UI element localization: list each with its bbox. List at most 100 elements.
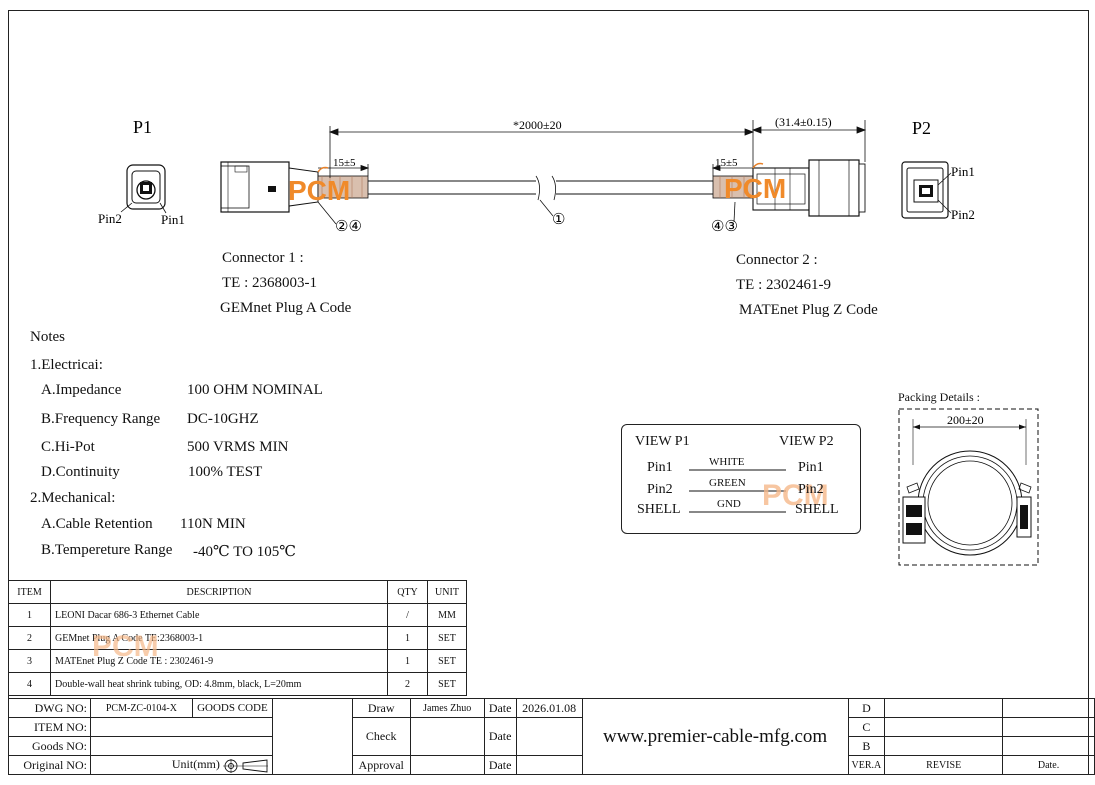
- p1-label: P1: [133, 117, 152, 137]
- approval-date-label: Date: [483, 755, 517, 775]
- electrical-label: D.Continuity: [41, 464, 120, 480]
- cable-drawing-body: [368, 175, 713, 201]
- connector-2-title: Connector 2 :: [736, 252, 818, 268]
- rev-d-label: D: [847, 698, 886, 718]
- bom-header-unit: UNIT: [427, 580, 467, 604]
- check-date-value: [515, 717, 583, 756]
- check-date-label: Date: [483, 717, 517, 756]
- electrical-value: 100% TEST: [188, 464, 263, 480]
- view-p1-label: VIEW P1: [635, 434, 690, 449]
- bom-qty: 1: [387, 626, 428, 650]
- bom-table: ITEM DESCRIPTION QTY UNIT 1 LEONI Dacar …: [8, 580, 467, 696]
- drawer-name: James Zhuo: [409, 698, 485, 718]
- wiring-lines: PCM: [689, 469, 829, 513]
- goods-code-label: GOODS CODE: [191, 698, 273, 718]
- cable-drawing: P1 P2 Pin2 Pin1 Pin1 Pin2 *2000±20 (31.4…: [98, 115, 975, 235]
- callout-right: ④③: [711, 219, 738, 235]
- bom-qty: 1: [387, 649, 428, 673]
- bom-qty: /: [387, 603, 428, 627]
- checker-name: [409, 717, 485, 756]
- wire-left: Pin1: [647, 460, 673, 475]
- packing-drawing: 200±20: [898, 408, 1039, 566]
- bom-qty: 2: [387, 672, 428, 696]
- bom-item: 3: [8, 649, 51, 673]
- connector-2-desc: MATEnet Plug Z Code: [739, 302, 878, 318]
- callout-left: ②④: [335, 219, 362, 235]
- rev-c-revise: [884, 717, 1004, 737]
- projection-symbol-icon: [222, 758, 268, 773]
- goods-no-label: Goods NO:: [8, 736, 91, 756]
- pcm-watermark-bom: PCM: [92, 630, 159, 663]
- connector-1-part: TE : 2368003-1: [222, 275, 317, 291]
- rev-b-revise: [884, 736, 1004, 756]
- electrical-label: A.Impedance: [41, 382, 122, 398]
- bom-header-item: ITEM: [8, 580, 51, 604]
- wire-right: Pin1: [798, 460, 824, 475]
- bom-unit: MM: [427, 603, 467, 627]
- mechanical-label: A.Cable Retention: [41, 516, 153, 532]
- bom-unit: SET: [427, 649, 467, 673]
- mechanical-value: -40℃ TO 105℃: [193, 544, 297, 560]
- wire-name: GND: [717, 498, 741, 510]
- electrical-heading: 1.Electricai:: [30, 357, 103, 373]
- wire-name: WHITE: [709, 456, 745, 468]
- approval-date-value: [515, 755, 583, 775]
- pcm-logo-watermark: PCM: [288, 175, 350, 206]
- mechanical-heading: 2.Mechanical:: [30, 490, 116, 506]
- bom-unit: SET: [427, 672, 467, 696]
- p1-pin2-label: Pin2: [98, 211, 122, 226]
- dwg-no-label: DWG NO:: [8, 698, 91, 718]
- ver-label: VER.A: [847, 755, 886, 775]
- mechanical-value: 110N MIN: [180, 516, 246, 532]
- p2-face-view: [901, 161, 952, 219]
- draw-date-label: Date: [483, 698, 517, 718]
- rev-d-revise: [884, 698, 1004, 718]
- bom-unit: SET: [427, 626, 467, 650]
- table-row: 4 Double-wall heat shrink tubing, OD: 4.…: [8, 672, 467, 696]
- electrical-value: 100 OHM NOMINAL: [187, 382, 323, 398]
- length-dimension: *2000±20: [513, 118, 562, 132]
- check-label: Check: [351, 717, 411, 756]
- connector-1-drawing: [220, 161, 369, 213]
- table-row: 1 LEONI Dacar 686-3 Ethernet Cable / MM: [8, 603, 467, 627]
- wire-right: SHELL: [795, 502, 839, 517]
- connector-2-part: TE : 2302461-9: [736, 277, 831, 293]
- bom-desc: LEONI Dacar 686-3 Ethernet Cable: [50, 603, 388, 627]
- wire-left: Pin2: [647, 482, 673, 497]
- bom-item: 2: [8, 626, 51, 650]
- approval-label: Approval: [351, 755, 411, 775]
- wire-left: SHELL: [637, 502, 681, 517]
- view-p2-label: VIEW P2: [779, 434, 834, 449]
- right-shrink-dimension: 15±5: [715, 157, 738, 169]
- pcm-logo-watermark-2: PCM: [724, 173, 786, 204]
- bom-item: 1: [8, 603, 51, 627]
- mechanical-label: B.Tempereture Range: [41, 542, 173, 558]
- draw-label: Draw: [351, 698, 411, 718]
- bom-header-row: ITEM DESCRIPTION QTY UNIT: [8, 580, 467, 604]
- connector-1-title: Connector 1 :: [222, 250, 304, 266]
- wire-right: Pin2: [798, 482, 824, 497]
- electrical-value: 500 VRMS MIN: [187, 439, 289, 455]
- company-website: www.premier-cable-mfg.com: [581, 698, 849, 775]
- rev-c-label: C: [847, 717, 886, 737]
- item-no-value: [89, 717, 273, 737]
- approver-name: [409, 755, 485, 775]
- draw-date-value: 2026.01.08: [515, 698, 583, 718]
- original-no-label: Original NO:: [8, 755, 91, 775]
- bom-header-desc: DESCRIPTION: [50, 580, 388, 604]
- wiring-diagram: PCM VIEW P1 VIEW P2 Pin1 WHITE Pin1 Pin2…: [621, 424, 861, 534]
- unit-label: Unit(mm): [171, 757, 220, 772]
- bom-desc: Double-wall heat shrink tubing, OD: 4.8m…: [50, 672, 388, 696]
- connector-1-desc: GEMnet Plug A Code: [220, 300, 352, 316]
- cut-marks: [317, 162, 764, 173]
- pcm-watermark-wiring: PCM: [762, 479, 829, 512]
- goods-no-value: [89, 736, 273, 756]
- electrical-value: DC-10GHZ: [187, 411, 259, 427]
- p2-pin2-label: Pin2: [951, 207, 975, 222]
- wire-name: GREEN: [709, 477, 746, 489]
- revise-label: REVISE: [884, 755, 1004, 775]
- rev-date-header: Date.: [1002, 755, 1095, 775]
- electrical-label: C.Hi-Pot: [41, 439, 95, 455]
- bom-header-qty: QTY: [387, 580, 428, 604]
- title-block: DWG NO: PCM-ZC-0104-X GOODS CODE Draw Ja…: [8, 698, 1095, 775]
